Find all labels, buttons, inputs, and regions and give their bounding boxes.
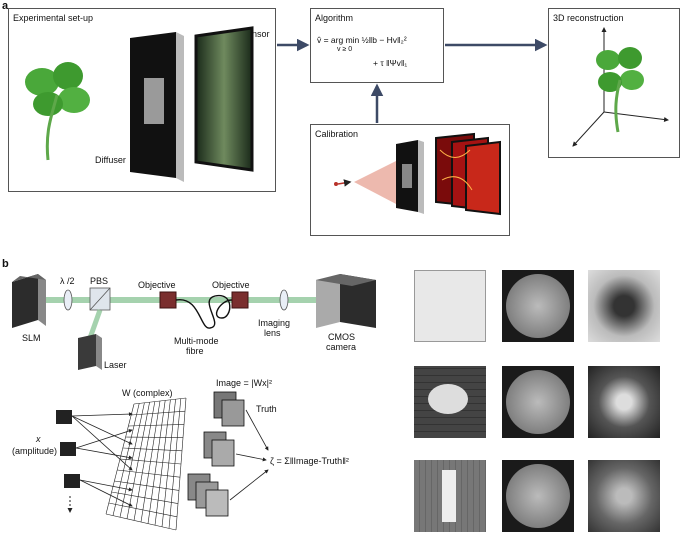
thumb-runner-speckle [502,460,574,532]
w-grid-row-line [114,480,180,491]
thumb-bird-truth [414,366,486,438]
cmos-line1: CMOS [328,332,355,342]
x-label: x [36,434,41,444]
w-grid-col-line [154,399,171,526]
calibration-laser-icon [334,132,501,216]
panel-b-letter: b [2,258,9,270]
pbs-cube-icon [89,287,111,311]
equation-subscript: v ≥ 0 [337,46,353,53]
imaging-lens-icon [279,289,289,311]
thumb-runner-reconstruction [588,460,660,532]
diffuser-plate-icon [130,32,184,182]
thumb-bird-speckle [502,366,574,438]
algorithm-box: Algorithm v̂ = arg min ½‖b − Hv‖₂² v ≥ 0… [310,8,444,83]
w-grid-col-line [161,399,176,527]
w-grid-row-line [111,491,179,504]
w-grid-row-line [105,513,177,531]
multimode-fibre-icon [175,295,233,329]
thumb-cat-speckle [502,270,574,342]
amplitude-label: (amplitude) [12,446,58,456]
clover-icon [25,62,90,161]
w-grid-col-line [168,398,182,529]
w-grid-row-line [117,469,181,478]
reconstruction-axes-icon [572,27,669,147]
cmos-line2: camera [326,342,357,352]
equation-line2: + τ ‖Ψv‖₁ [373,58,408,68]
thumb-bird-reconstruction [588,366,660,438]
imaging-lens-line2: lens [264,328,281,338]
laser-label: Laser [104,360,127,370]
truth-label: Truth [256,404,277,414]
halfwave-plate-icon [63,289,73,311]
w-grid-row-line [108,502,178,518]
cmos-camera-icon [316,274,376,328]
sensor-plate-icon [194,26,254,172]
x-to-w-arrows [71,412,133,507]
objective-2-icon [231,291,249,309]
slm-device-icon [12,274,46,328]
thumb-cat-reconstruction [588,270,660,342]
output-image-stack-icon [187,391,269,517]
laser-device-icon [78,334,102,370]
reconstructed-clover-icon [596,47,644,133]
halfwave-label: λ /2 [60,276,75,286]
pbs-label: PBS [90,276,109,286]
w-grid-col-line [175,397,187,531]
image-eq: Image = |Wx|² [216,378,272,388]
thumb-runner-truth [414,460,486,532]
sensor-label: Sensor [241,29,270,39]
setup-title: Experimental set-up [13,13,94,23]
objective2-label: Objective [212,280,250,290]
w-label: W (complex) [122,388,173,398]
panel-a-letter: a [2,0,9,12]
objective1-label: Objective [138,280,176,290]
imaging-lens-line1: Imaging [258,318,291,328]
fibre-label-line2: fibre [186,346,204,356]
w-grid-col-line [147,400,166,524]
reconstruction-title: 3D reconstruction [553,13,624,23]
objective-1-icon [159,291,177,309]
calibration-title: Calibration [315,129,359,139]
slm-label: SLM [22,333,41,343]
loss-eq: ζ = Σ‖Image-Truth‖² [270,456,349,466]
algorithm-title: Algorithm [315,13,354,23]
input-pattern-stack-icon [56,410,80,513]
diffuser-label: Diffuser [95,155,126,165]
w-matrix-grid-icon [105,397,187,531]
equation-line1: v̂ = arg min ½‖b − Hv‖₂² [317,35,407,45]
w-grid-col-line [140,400,161,523]
thumb-cat-truth [414,270,486,342]
fibre-label-line1: Multi-mode [174,336,219,346]
